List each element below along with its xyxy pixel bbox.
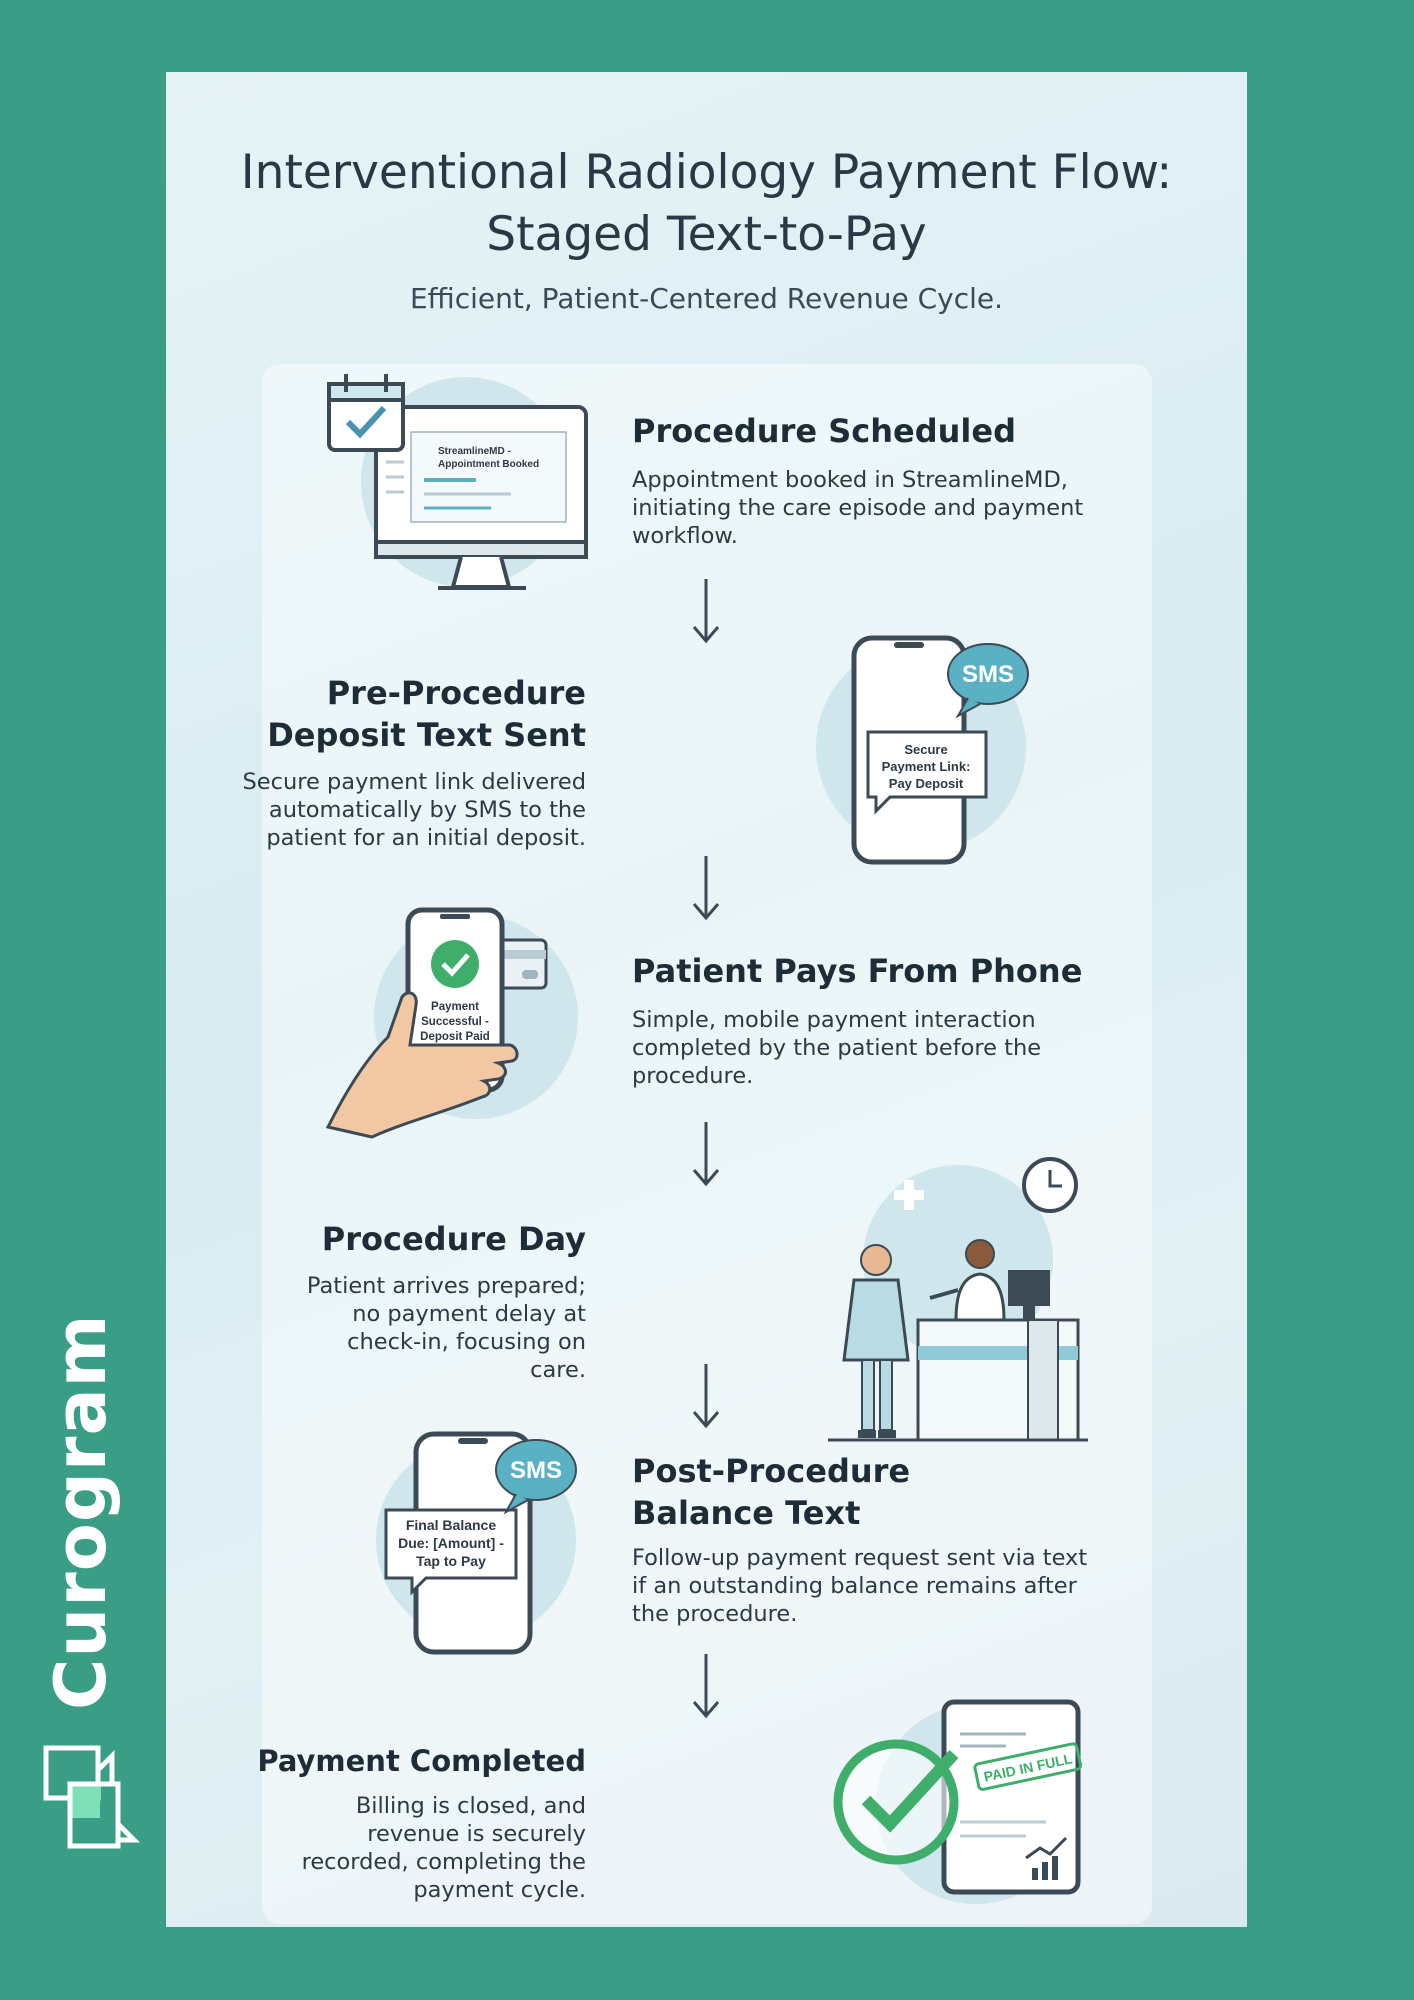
- step-1-title: Procedure Scheduled: [632, 412, 1016, 450]
- curogram-logo-icon: [43, 1745, 141, 1849]
- step-3-description: Simple, mobile payment interaction compl…: [632, 1007, 1042, 1089]
- clock-icon: [1022, 1157, 1078, 1213]
- sms-badge: SMS: [510, 1457, 562, 1484]
- sms-badge: SMS: [962, 661, 1014, 688]
- medical-cross-icon: [894, 1180, 924, 1210]
- step-2-title: Pre-Procedure Deposit Text Sent: [267, 674, 586, 754]
- flow-arrow-icon: [692, 579, 720, 644]
- page-title: Interventional Radiology Payment Flow: S…: [240, 145, 1173, 262]
- step-5-title: Post-Procedure Balance Text: [632, 1452, 911, 1532]
- step-6-title: Payment Completed: [257, 1744, 586, 1778]
- flow-arrow-icon: [692, 1364, 720, 1429]
- payment-completed-illustration: PAID IN FULL: [833, 1699, 1083, 1904]
- flow-arrow-icon: [692, 1122, 720, 1187]
- step-5-description: Follow-up payment request sent via text …: [632, 1545, 1088, 1627]
- page-subtitle: Efficient, Patient-Centered Revenue Cycl…: [409, 282, 1004, 315]
- growth-chart-icon: [1025, 1836, 1068, 1880]
- patient-icon: [842, 1244, 910, 1438]
- procedure-day-illustration: [828, 1157, 1088, 1442]
- reception-desk: [828, 1270, 1088, 1442]
- brand-name: Curogram: [40, 1313, 122, 1710]
- step-6-description: Billing is closed, and revenue is secure…: [301, 1793, 586, 1903]
- check-circle-icon: [833, 1739, 959, 1865]
- step-3-title: Patient Pays From Phone: [632, 952, 1083, 990]
- desktop-monitor-icon: StreamlineMD -Appointment Booked: [374, 405, 588, 590]
- step-2-description: Secure payment link delivered automatica…: [242, 769, 587, 851]
- step-4-title: Procedure Day: [321, 1220, 586, 1258]
- doctor-icon: [929, 1239, 1006, 1322]
- scheduling-illustration: StreamlineMD -Appointment Booked: [327, 374, 588, 590]
- flow-arrow-icon: [692, 1654, 720, 1719]
- monitor-screen-text: StreamlineMD -Appointment Booked: [438, 446, 539, 470]
- infographic-poster: Interventional Radiology Payment Flow: S…: [166, 72, 1247, 1927]
- hand-phone-icon: [326, 907, 519, 1139]
- check-circle-icon: [431, 940, 479, 988]
- step-1-description: Appointment booked in StreamlineMD, init…: [632, 467, 1084, 549]
- step-4-description: Patient arrives prepared; no payment del…: [306, 1273, 586, 1383]
- calendar-check-icon: [327, 374, 405, 452]
- flow-arrow-icon: [692, 856, 720, 921]
